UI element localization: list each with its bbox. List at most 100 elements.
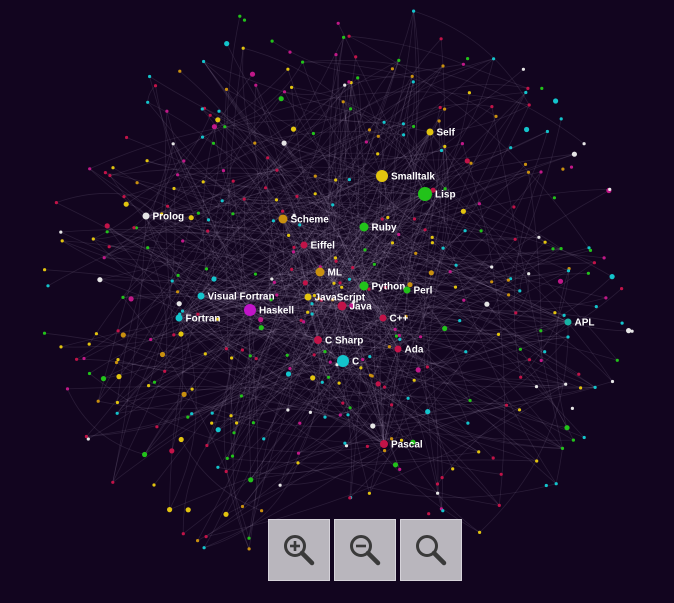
node-marker[interactable] [304, 293, 312, 301]
graph-node[interactable] [448, 270, 452, 274]
graph-node[interactable] [292, 245, 296, 249]
graph-node[interactable] [425, 365, 429, 369]
graph-node[interactable] [282, 90, 287, 94]
graph-node[interactable] [608, 187, 612, 191]
graph-node[interactable] [220, 199, 224, 203]
graph-node[interactable] [602, 256, 606, 260]
graph-node[interactable] [152, 380, 157, 384]
graph-node[interactable] [111, 480, 115, 484]
graph-node[interactable] [348, 496, 352, 500]
graph-node[interactable] [477, 202, 481, 206]
graph-node[interactable] [356, 76, 360, 80]
graph-node[interactable] [553, 311, 557, 315]
graph-node[interactable] [123, 201, 129, 207]
node-pascal[interactable]: Pascal [380, 440, 423, 451]
graph-node[interactable] [594, 305, 598, 309]
graph-node[interactable] [334, 259, 338, 263]
graph-node[interactable] [415, 367, 421, 373]
graph-node[interactable] [512, 205, 516, 209]
graph-node[interactable] [410, 74, 414, 78]
graph-node[interactable] [364, 140, 368, 144]
graph-node[interactable] [205, 443, 209, 448]
graph-node[interactable] [367, 287, 371, 291]
graph-node[interactable] [242, 197, 246, 201]
graph-node[interactable] [566, 335, 570, 339]
graph-node[interactable] [491, 456, 495, 460]
graph-node[interactable] [132, 226, 136, 230]
graph-node[interactable] [492, 57, 496, 61]
graph-node[interactable] [278, 96, 284, 102]
graph-node[interactable] [231, 212, 235, 216]
graph-node[interactable] [526, 170, 531, 174]
graph-node[interactable] [412, 124, 416, 129]
graph-node[interactable] [519, 375, 523, 379]
graph-node[interactable] [298, 421, 302, 425]
graph-node[interactable] [398, 337, 402, 341]
graph-node[interactable] [238, 14, 242, 18]
node-c-[interactable]: C++ [379, 314, 409, 325]
graph-node[interactable] [196, 211, 200, 215]
graph-node[interactable] [397, 58, 401, 63]
graph-node[interactable] [375, 381, 381, 387]
graph-node[interactable] [338, 413, 342, 417]
node-haskell[interactable]: Haskell [244, 304, 294, 317]
node-ada[interactable]: Ada [394, 345, 424, 356]
node-javascript[interactable]: JavaScript [304, 293, 366, 304]
graph-node[interactable] [344, 444, 349, 448]
graph-node[interactable] [336, 21, 340, 25]
graph-node[interactable] [427, 512, 431, 516]
graph-node[interactable] [251, 421, 255, 425]
node-marker[interactable] [359, 281, 369, 291]
graph-node[interactable] [523, 162, 528, 166]
graph-node[interactable] [527, 272, 531, 276]
graph-node[interactable] [299, 318, 303, 322]
graph-node[interactable] [319, 298, 323, 302]
graph-node[interactable] [451, 467, 455, 471]
graph-node[interactable] [313, 174, 317, 178]
graph-node[interactable] [347, 178, 351, 182]
graph-node[interactable] [537, 235, 541, 239]
node-self[interactable]: Self [426, 128, 456, 139]
graph-node[interactable] [359, 366, 363, 370]
graph-node[interactable] [346, 413, 350, 417]
graph-node[interactable] [155, 425, 159, 429]
graph-node[interactable] [275, 168, 279, 172]
graph-node[interactable] [266, 156, 270, 160]
graph-node[interactable] [430, 241, 434, 245]
graph-node[interactable] [223, 125, 227, 129]
graph-node[interactable] [477, 450, 481, 454]
graph-node[interactable] [466, 57, 470, 61]
graph-node[interactable] [524, 90, 528, 95]
graph-node[interactable] [484, 301, 490, 307]
graph-node[interactable] [216, 465, 220, 469]
graph-node[interactable] [411, 80, 415, 84]
graph-node[interactable] [292, 213, 296, 217]
graph-node[interactable] [441, 509, 445, 513]
graph-node[interactable] [275, 293, 279, 297]
node-ml[interactable]: ML [315, 267, 342, 279]
graph-node[interactable] [114, 360, 119, 365]
graph-node[interactable] [367, 491, 371, 495]
graph-node[interactable] [96, 399, 100, 403]
node-lisp[interactable]: Lisp [418, 187, 456, 201]
node-marker[interactable] [418, 187, 432, 201]
graph-node[interactable] [494, 114, 498, 118]
graph-node[interactable] [570, 406, 575, 410]
node-marker[interactable] [197, 292, 205, 300]
graph-node[interactable] [566, 269, 571, 273]
graph-node[interactable] [91, 237, 95, 241]
graph-node[interactable] [60, 239, 64, 243]
graph-node[interactable] [301, 60, 305, 64]
graph-node[interactable] [390, 67, 394, 71]
graph-node[interactable] [310, 312, 314, 316]
graph-node[interactable] [524, 126, 530, 133]
graph-node[interactable] [290, 126, 297, 132]
graph-node[interactable] [604, 296, 608, 300]
graph-node[interactable] [443, 144, 447, 149]
graph-node[interactable] [562, 313, 566, 317]
graph-node[interactable] [84, 434, 88, 439]
graph-node[interactable] [365, 444, 369, 448]
graph-node[interactable] [527, 103, 531, 107]
graph-node[interactable] [102, 256, 106, 260]
